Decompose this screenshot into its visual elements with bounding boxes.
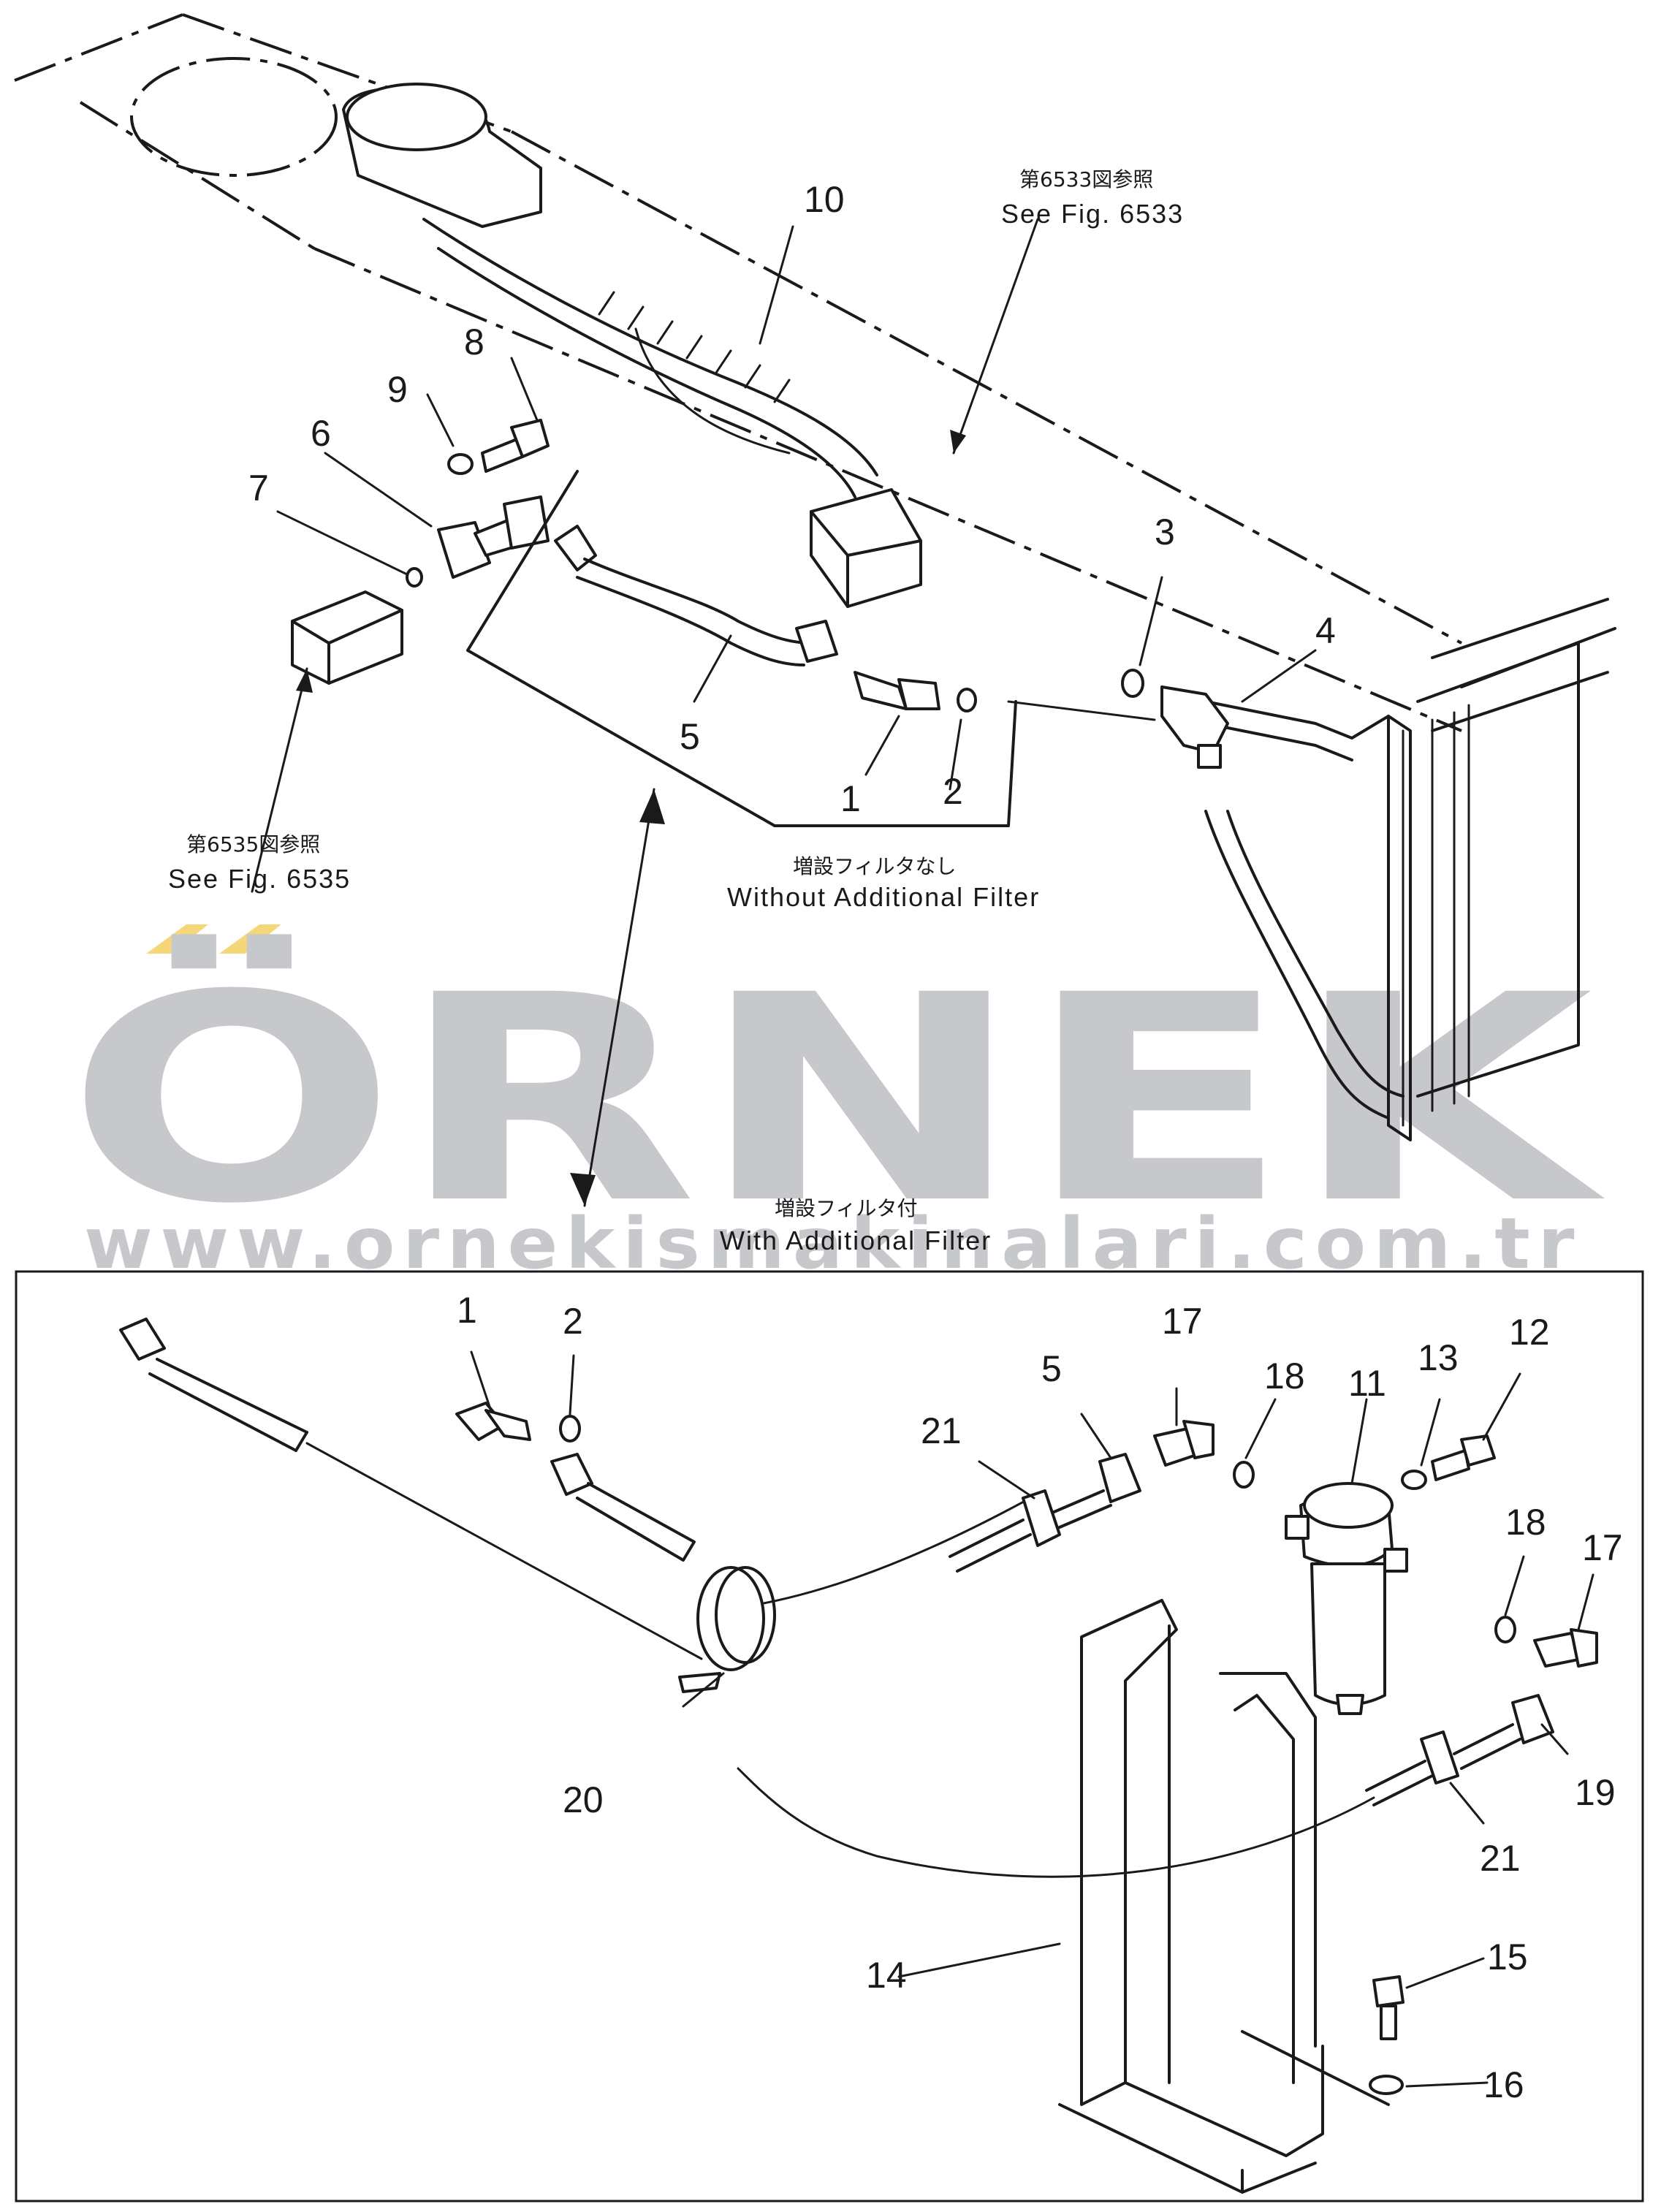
top-assembly xyxy=(14,13,1616,1207)
ref-6533-en: See Fig. 6533 xyxy=(1001,199,1184,229)
part-17-elbow xyxy=(1153,1420,1215,1467)
callout-2-b: 2 xyxy=(563,1301,583,1342)
part-18-oring xyxy=(1233,1461,1255,1489)
variant-with-en: With Additional Filter xyxy=(720,1225,992,1255)
part-15-bolt xyxy=(1372,1975,1405,2040)
part-20-clamp xyxy=(678,1566,776,1693)
bottom-callouts: 1 2 17 18 11 13 12 21 5 18 17 19 21 20 1… xyxy=(457,1290,1623,2105)
callout-10: 10 xyxy=(804,179,845,220)
variant-without-en: Without Additional Filter xyxy=(727,882,1040,912)
callout-16: 16 xyxy=(1483,2064,1524,2105)
valve-block xyxy=(810,488,922,608)
watermark-logo: ÖRNEK xyxy=(66,931,1608,1266)
hydraulic-pump xyxy=(342,83,542,228)
ref-6535-jp: 第6535図参照 xyxy=(186,832,320,856)
part-6-fitting xyxy=(437,495,550,579)
captions: 第6533図参照 See Fig. 6533 第6535図参照 See Fig.… xyxy=(168,167,1184,1255)
variant-without-jp: 増設フィルタなし xyxy=(793,854,956,878)
callout-8: 8 xyxy=(464,322,484,362)
callout-12: 12 xyxy=(1509,1312,1550,1353)
part-2-oring xyxy=(957,688,977,712)
part-18-oring-b xyxy=(1494,1616,1516,1643)
part-2-oring-bottom xyxy=(559,1415,581,1443)
ref-6535-en: See Fig. 6535 xyxy=(168,864,351,894)
callout-7: 7 xyxy=(248,468,269,509)
callout-19: 19 xyxy=(1575,1772,1616,1813)
part-3-oring xyxy=(1121,669,1144,698)
part-12-bolt xyxy=(1431,1434,1496,1481)
watermark: ÖRNEK www.ornekismakinalari.com.tr xyxy=(66,924,1608,1285)
callout-9: 9 xyxy=(387,369,408,410)
part-5-hose xyxy=(554,525,838,666)
with-filter-frame xyxy=(15,1270,1644,2203)
callout-11: 11 xyxy=(1348,1363,1386,1404)
part-4-elbow xyxy=(1160,685,1229,769)
part-14-bracket xyxy=(1058,1599,1390,2194)
callout-17-b: 17 xyxy=(1162,1301,1203,1342)
part-5-hose-stub xyxy=(550,1453,696,1562)
callout-5-b: 5 xyxy=(1041,1348,1062,1389)
oil-cooler xyxy=(1387,642,1580,1141)
manifold-block xyxy=(291,590,403,685)
ref-6533-jp: 第6533図参照 xyxy=(1019,167,1153,191)
callout-21-a: 21 xyxy=(921,1410,962,1451)
variant-with-jp: 増設フィルタ付 xyxy=(775,1196,917,1220)
part-1-elbow-bottom xyxy=(455,1402,531,1441)
part-19-hose xyxy=(1365,1694,1554,1806)
callout-18-c: 18 xyxy=(1505,1502,1546,1543)
hose-10 xyxy=(422,218,878,476)
part-21-grommet xyxy=(949,1453,1141,1573)
callout-21-b: 21 xyxy=(1480,1838,1521,1879)
callout-15: 15 xyxy=(1487,1937,1528,1977)
part-8-bolt xyxy=(481,419,550,473)
callout-20: 20 xyxy=(563,1779,604,1820)
callout-13: 13 xyxy=(1418,1337,1459,1378)
bottom-assembly xyxy=(119,1318,1598,2194)
part-7-oring xyxy=(406,567,423,588)
callout-3: 3 xyxy=(1155,512,1175,552)
part-20-hose xyxy=(119,1318,1032,1660)
callout-1: 1 xyxy=(840,778,861,819)
part-17-elbow-b xyxy=(1533,1628,1598,1668)
part-13-washer xyxy=(1401,1470,1427,1490)
part-1-elbow xyxy=(854,671,940,710)
callout-6: 6 xyxy=(311,413,331,454)
part-11-filter xyxy=(1285,1482,1408,1715)
top-callouts: 10 8 9 6 7 5 1 2 3 4 xyxy=(248,179,1336,819)
callout-5: 5 xyxy=(680,716,700,757)
callout-17-c: 17 xyxy=(1582,1527,1623,1568)
callout-1-b: 1 xyxy=(457,1290,477,1331)
callout-2: 2 xyxy=(943,771,963,812)
part-9-washer xyxy=(447,453,474,475)
callout-14: 14 xyxy=(866,1955,907,1996)
callout-4: 4 xyxy=(1315,610,1336,651)
callout-18-b: 18 xyxy=(1264,1356,1305,1396)
part-16-washer xyxy=(1369,2075,1404,2095)
